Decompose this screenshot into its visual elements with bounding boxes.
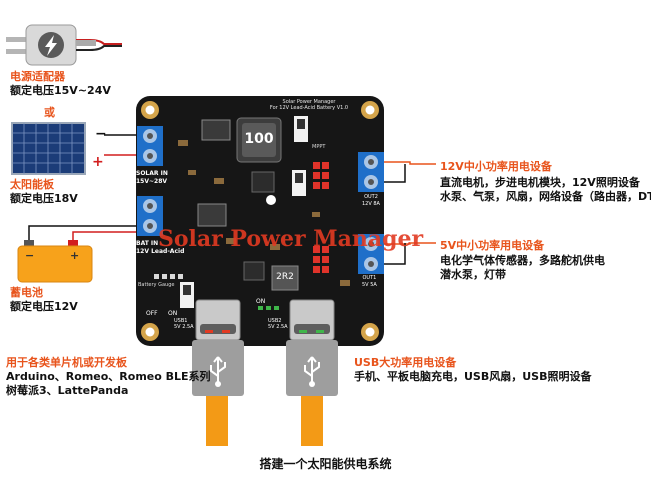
out12-line1: 直流电机，步进电机模块，12V照明设备 xyxy=(440,176,640,189)
solar-in-label: SOLAR IN 15V~28V xyxy=(136,170,168,185)
svg-text:+: + xyxy=(92,154,104,170)
out12-title: 12V中小功率用电设备 xyxy=(440,160,552,173)
out12-desc: 直流电机，步进电机模块，12V照明设备 水泵、气泵，风扇，网络设备（路由器，DT… xyxy=(440,176,651,204)
usb-label: USB大功率用电设备 手机、平板电脑充电，USB风扇，USB照明设备 xyxy=(354,356,591,384)
usb-plug-left xyxy=(192,340,244,446)
adapter-title: 电源适配器 xyxy=(10,70,65,83)
usb-plug-right xyxy=(286,340,338,446)
svg-text:+: + xyxy=(70,249,79,262)
solar-title: 太阳能板 xyxy=(10,178,54,191)
mcu-label: 用于各类单片机或开发板 Arduino、Romeo、Romeo BLE系列 树莓… xyxy=(6,356,211,398)
usb-title: USB大功率用电设备 xyxy=(354,356,457,369)
battery-spec: 额定电压12V xyxy=(10,300,78,313)
out1-label: OUT1 5V 5A xyxy=(362,275,377,288)
board-title: Solar Power Manager For 12V Lead-Acid Ba… xyxy=(244,99,374,111)
mcu-line2: 树莓派3、LattePanda xyxy=(6,384,129,397)
caption: 搭建一个太阳能供电系统 xyxy=(259,457,392,471)
svg-text:−: − xyxy=(25,249,34,262)
out12-line2: 水泵、气泵，风扇，网络设备（路由器，DTU） xyxy=(440,190,651,203)
usb1-label: USB1 5V 2.5A xyxy=(174,318,194,330)
switch-on-label: ON xyxy=(168,310,178,317)
adapter-spec: 额定电压15V~24V xyxy=(10,84,111,97)
battery: − + xyxy=(17,240,93,283)
board-title-line2: For 12V Lead-Acid Battery V1.0 xyxy=(269,105,349,111)
watermark: Solar Power Manager xyxy=(158,226,424,252)
battery-title: 蓄电池 xyxy=(10,286,43,299)
switch-off-label: OFF xyxy=(146,310,158,317)
out5-line1: 电化学气体传感器，多路舵机供电 xyxy=(440,254,605,267)
usb-switch-on-label: ON xyxy=(256,298,266,305)
adapter-label: 电源适配器 额定电压15V~24V xyxy=(10,70,111,98)
mcu-line1: Arduino、Romeo、Romeo BLE系列 xyxy=(6,370,211,383)
mppt-label: MPPT xyxy=(312,144,326,150)
svg-text:−: − xyxy=(95,126,107,142)
inductor-code: 100 xyxy=(244,131,274,147)
chip-code: 2R2 xyxy=(276,272,294,282)
usb2-label: USB2 5V 2.5A xyxy=(268,318,288,330)
usb-icon xyxy=(304,356,320,382)
power-manager-board xyxy=(136,96,384,346)
usb-line1: 手机、平板电脑充电，USB风扇，USB照明设备 xyxy=(354,370,592,383)
usb-icon xyxy=(210,356,226,382)
battery-gauge-label: Battery Gauge xyxy=(138,282,175,288)
battery-label: 蓄电池 额定电压12V xyxy=(10,286,78,314)
out5-desc: 电化学气体传感器，多路舵机供电 潜水泵，灯带 xyxy=(440,254,605,282)
or-text: 或 xyxy=(44,106,55,119)
bat-in-label: BAT IN 12V Lead-Acid xyxy=(136,240,185,255)
out2-label: OUT2 12V 8A xyxy=(362,194,380,207)
solar-label: 太阳能板 额定电压18V xyxy=(10,178,78,206)
power-adapter xyxy=(6,24,122,66)
lightning-icon xyxy=(45,35,57,56)
out5-title: 5V中小功率用电设备 xyxy=(440,239,545,252)
board-title-line1: Solar Power Manager xyxy=(282,99,336,105)
out5-line2: 潜水泵，灯带 xyxy=(440,268,506,281)
solar-panel: − + xyxy=(11,122,107,175)
solar-spec: 额定电压18V xyxy=(10,192,78,205)
mcu-title: 用于各类单片机或开发板 xyxy=(6,356,127,369)
